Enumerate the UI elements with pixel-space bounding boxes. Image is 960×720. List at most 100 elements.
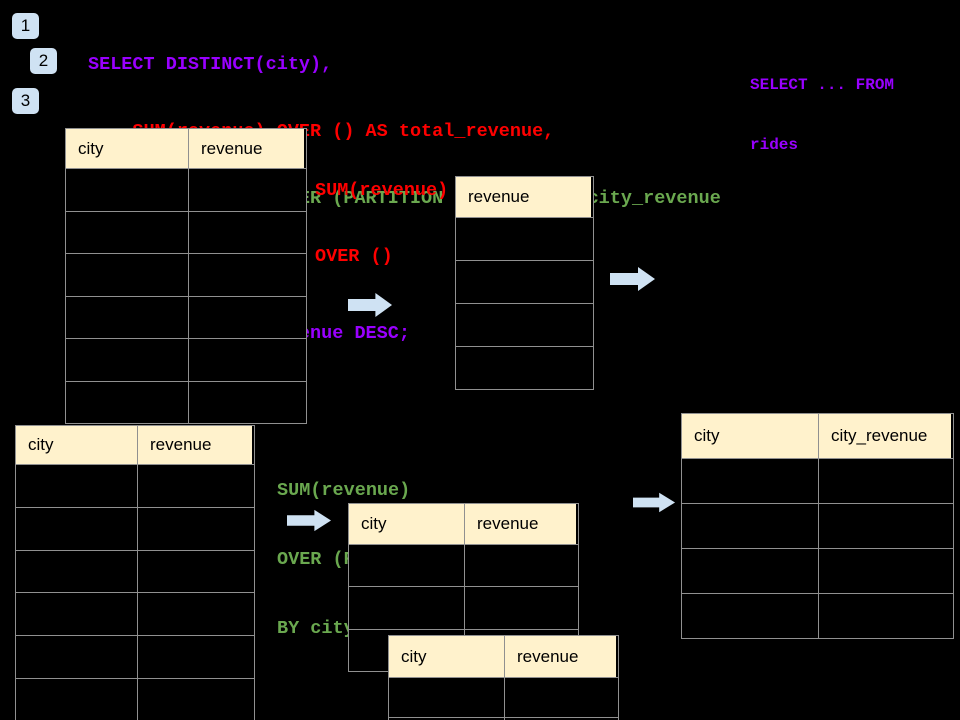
table-cell xyxy=(682,504,818,548)
table-cell xyxy=(818,594,951,638)
table-row xyxy=(456,260,593,303)
note-line-2: rides xyxy=(750,136,799,154)
column-header-city: city xyxy=(66,129,188,168)
table-cell xyxy=(137,593,252,636)
table-cell xyxy=(456,218,591,260)
sql-line-1: SELECT DISTINCT(city), xyxy=(88,53,333,75)
table-cell xyxy=(464,587,576,629)
column-header-city: city xyxy=(16,426,137,464)
label-partition-line-1: SUM(revenue) xyxy=(277,480,411,501)
label-total-line-1: SUM(revenue) xyxy=(315,180,449,201)
table-row xyxy=(456,346,593,389)
table-rides-partition-input: city revenue xyxy=(15,425,255,720)
table-row xyxy=(682,458,953,503)
table-cell xyxy=(818,549,951,593)
table-cell xyxy=(464,545,576,587)
table-row xyxy=(349,544,578,587)
table-cell xyxy=(66,254,188,296)
table-cell xyxy=(16,508,137,550)
table-cell xyxy=(137,465,252,507)
table-cell xyxy=(137,550,252,593)
column-header-revenue: revenue xyxy=(188,129,304,168)
column-header-revenue: revenue xyxy=(456,177,591,217)
table-row xyxy=(349,586,578,629)
table-rides-input: city revenue xyxy=(65,128,307,424)
table-header-row: city revenue xyxy=(349,504,578,544)
table-cell xyxy=(16,679,137,720)
table-row xyxy=(16,549,254,593)
table-cell xyxy=(456,347,591,389)
table-header-row: city revenue xyxy=(389,636,618,677)
table-row xyxy=(16,677,254,720)
table-row xyxy=(16,464,254,507)
table-row xyxy=(16,635,254,678)
table-cell xyxy=(137,678,252,720)
table-row xyxy=(389,677,618,717)
table-cell xyxy=(66,212,188,254)
table-row xyxy=(456,303,593,346)
table-cell xyxy=(504,678,616,717)
column-header-city-revenue: city_revenue xyxy=(818,414,951,458)
table-header-row: city city_revenue xyxy=(682,414,953,458)
label-sum-over-total: SUM(revenue) OVER () xyxy=(315,136,448,312)
table-cell xyxy=(188,254,304,296)
right-arrow-icon xyxy=(287,509,332,532)
right-arrow-icon xyxy=(633,492,676,513)
table-cell xyxy=(818,504,951,548)
table-row xyxy=(66,168,306,211)
table-row xyxy=(682,548,953,593)
table-cell xyxy=(188,296,304,338)
table-cell xyxy=(66,382,188,424)
table-row xyxy=(66,210,306,254)
table-cell xyxy=(137,507,252,550)
column-header-city: city xyxy=(682,414,818,458)
table-city-revenue-result: city city_revenue xyxy=(681,413,954,639)
table-header-row: city revenue xyxy=(16,426,254,464)
table-row xyxy=(66,253,306,296)
table-cell xyxy=(818,459,951,503)
right-arrow-icon xyxy=(348,292,393,318)
table-cell xyxy=(349,587,464,628)
table-cell xyxy=(16,465,137,507)
table-cell xyxy=(188,381,304,423)
table-cell xyxy=(504,718,616,720)
column-header-city: city xyxy=(349,504,464,544)
label-total-line-2: OVER () xyxy=(315,246,393,267)
note-select-from-rides: SELECT ... FROM rides xyxy=(750,35,894,195)
table-row xyxy=(456,217,593,260)
step-3-badge: 3 xyxy=(12,88,39,114)
table-cell xyxy=(16,636,137,678)
table-total-revenue: revenue xyxy=(455,176,594,390)
step-2-badge: 2 xyxy=(30,48,57,74)
step-1-badge: 1 xyxy=(12,13,39,39)
table-row xyxy=(66,338,306,381)
table-row xyxy=(66,295,306,338)
table-row xyxy=(66,380,306,424)
table-row xyxy=(16,592,254,636)
table-cell xyxy=(16,551,137,593)
note-line-1: SELECT ... FROM xyxy=(750,76,895,94)
table-cell xyxy=(137,636,252,678)
table-cell xyxy=(66,339,188,381)
column-header-city: city xyxy=(389,636,504,677)
column-header-revenue: revenue xyxy=(504,636,616,677)
table-cell xyxy=(188,339,304,381)
right-arrow-icon xyxy=(610,266,656,292)
column-header-revenue: revenue xyxy=(137,426,252,464)
column-header-revenue: revenue xyxy=(464,504,576,544)
table-cell xyxy=(188,211,304,253)
table-cell xyxy=(682,594,818,638)
table-cell xyxy=(188,169,304,211)
table-cell xyxy=(456,304,591,346)
table-cell xyxy=(349,545,464,586)
table-header-row: revenue xyxy=(456,177,593,217)
table-cell xyxy=(682,549,818,593)
table-cell xyxy=(16,593,137,635)
table-header-row: city revenue xyxy=(66,129,306,168)
table-row xyxy=(389,717,618,720)
table-cell xyxy=(389,678,504,717)
table-cell xyxy=(66,169,188,211)
table-row xyxy=(682,593,953,638)
table-row xyxy=(682,503,953,548)
